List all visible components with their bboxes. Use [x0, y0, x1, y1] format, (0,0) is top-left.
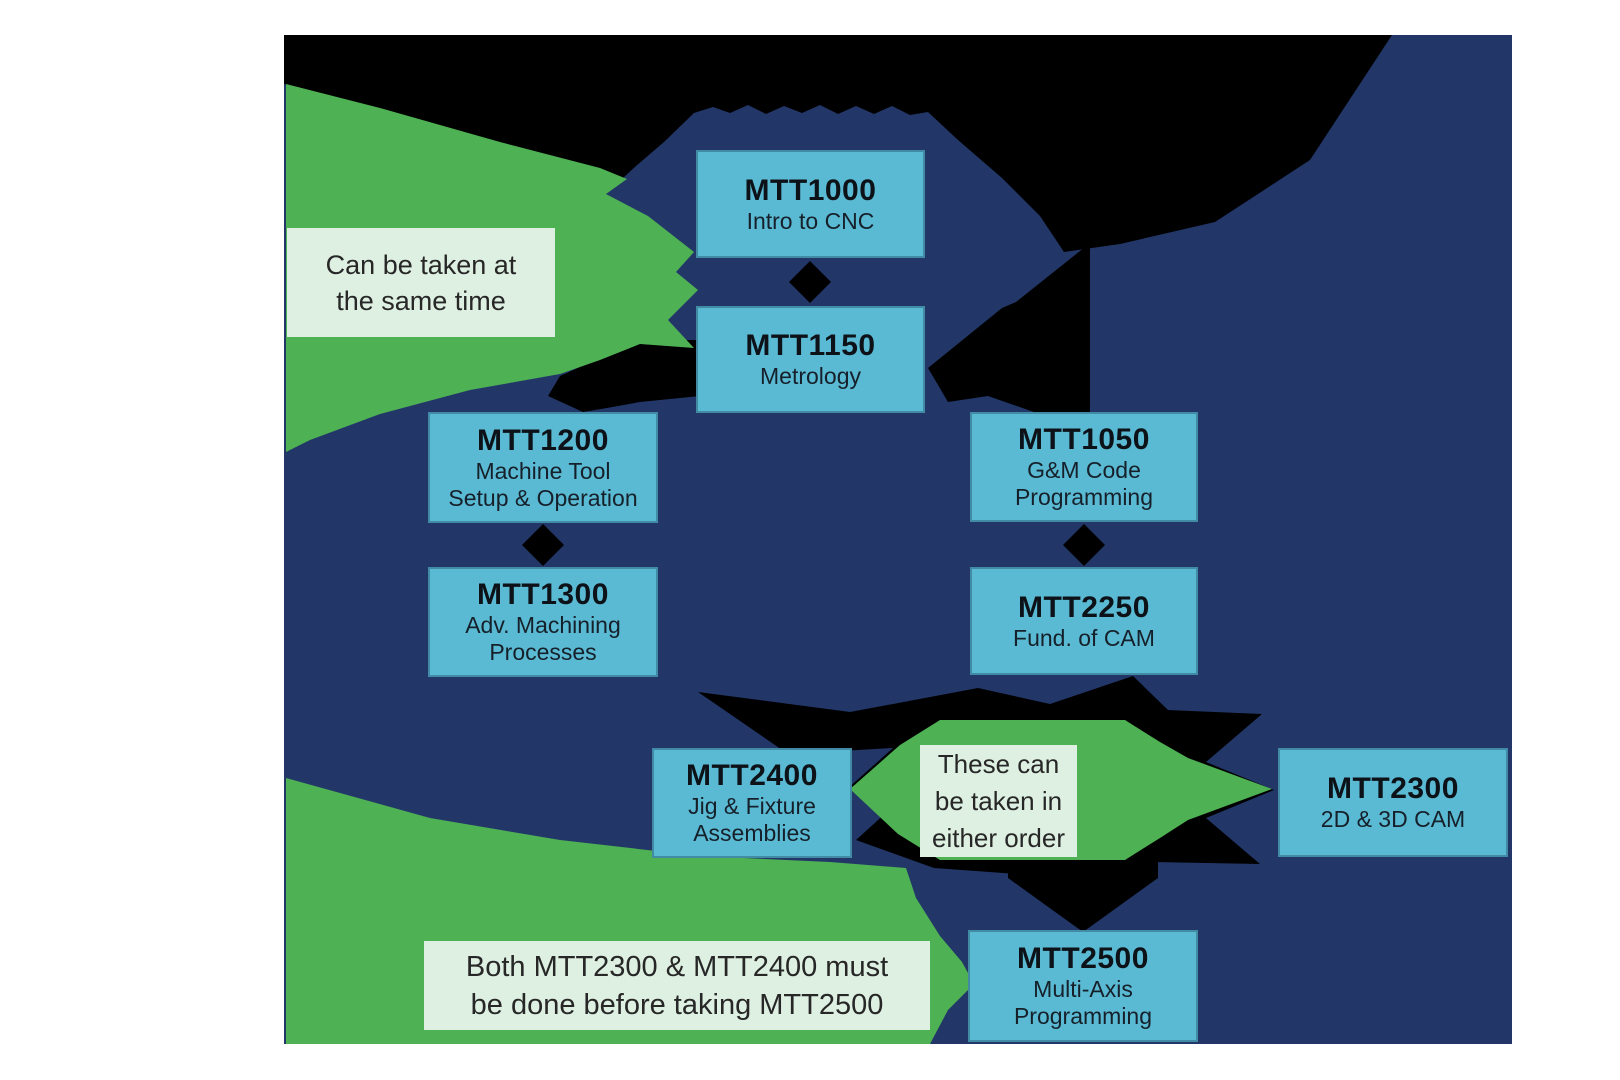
course-name: Multi-Axis: [1033, 976, 1133, 1002]
course-code: MTT1000: [744, 173, 877, 207]
course-name: Adv. Machining: [465, 612, 621, 638]
course-name: Assemblies: [693, 820, 811, 846]
course-code: MTT1200: [477, 423, 609, 457]
top-banner-shape: [284, 35, 1392, 252]
course-name: Machine Tool: [475, 457, 611, 484]
course-name: 2D & 3D CAM: [1320, 806, 1466, 832]
diamond-connector-mtt1000-mtt1150: [789, 261, 831, 303]
note-line: either order: [932, 822, 1065, 853]
course-box-mtt1300: MTT1300 Adv. Machining Processes: [428, 567, 658, 677]
course-box-mtt2400: MTT2400 Jig & Fixture Assemblies: [652, 748, 852, 858]
course-name: Fund. of CAM: [1013, 624, 1155, 651]
note-same-time: Can be taken at the same time: [287, 228, 555, 337]
course-code: MTT2300: [1327, 772, 1459, 805]
diamond-connector-mtt1050-mtt2250: [1063, 524, 1105, 566]
course-name: Programming: [1013, 1003, 1153, 1029]
note-line: Can be taken at: [325, 249, 517, 280]
course-code: MTT1150: [745, 329, 876, 362]
diamond-connector-mtt1200-mtt1300: [522, 524, 564, 566]
course-name: Processes: [489, 639, 597, 665]
arrow-mtt1150-to-mtt1200: [548, 340, 700, 412]
note-before-mtt2500: Both MTT2300 & MTT2400 must be done befo…: [424, 941, 930, 1030]
course-name: Metrology: [760, 363, 861, 389]
course-code: MTT2400: [686, 759, 818, 792]
course-code: MTT1300: [477, 578, 609, 611]
course-box-mtt1200: MTT1200 Machine Tool Setup & Operation: [428, 412, 658, 523]
note-either-order: These can be taken in either order: [920, 745, 1077, 857]
note-line: be taken in: [934, 785, 1063, 816]
note-line: be done before taking MTT2500: [470, 988, 884, 1021]
course-box-mtt1150: MTT1150 Metrology: [696, 306, 925, 413]
course-name: G&M Code: [1027, 457, 1141, 483]
course-name: Setup & Operation: [448, 484, 638, 511]
course-name: Intro to CNC: [746, 207, 875, 234]
course-name: Programming: [1014, 484, 1154, 510]
course-code: MTT2250: [1018, 590, 1150, 624]
course-code: MTT1050: [1018, 423, 1150, 456]
course-box-mtt1000: MTT1000 Intro to CNC: [696, 150, 925, 258]
note-line: These can: [937, 748, 1060, 779]
course-box-mtt2250: MTT2250 Fund. of CAM: [970, 567, 1198, 675]
arrow-down-to-mtt2500: [1008, 848, 1158, 932]
course-box-mtt1050: MTT1050 G&M Code Programming: [970, 412, 1198, 522]
course-code: MTT2500: [1017, 942, 1149, 975]
note-line: Both MTT2300 & MTT2400 must: [465, 950, 889, 983]
course-box-mtt2500: MTT2500 Multi-Axis Programming: [968, 930, 1198, 1042]
course-box-mtt2300: MTT2300 2D & 3D CAM: [1278, 748, 1508, 857]
course-name: Jig & Fixture: [688, 793, 816, 819]
arrow-mtt1150-to-mtt1050: [928, 243, 1090, 412]
note-line: the same time: [336, 285, 506, 316]
